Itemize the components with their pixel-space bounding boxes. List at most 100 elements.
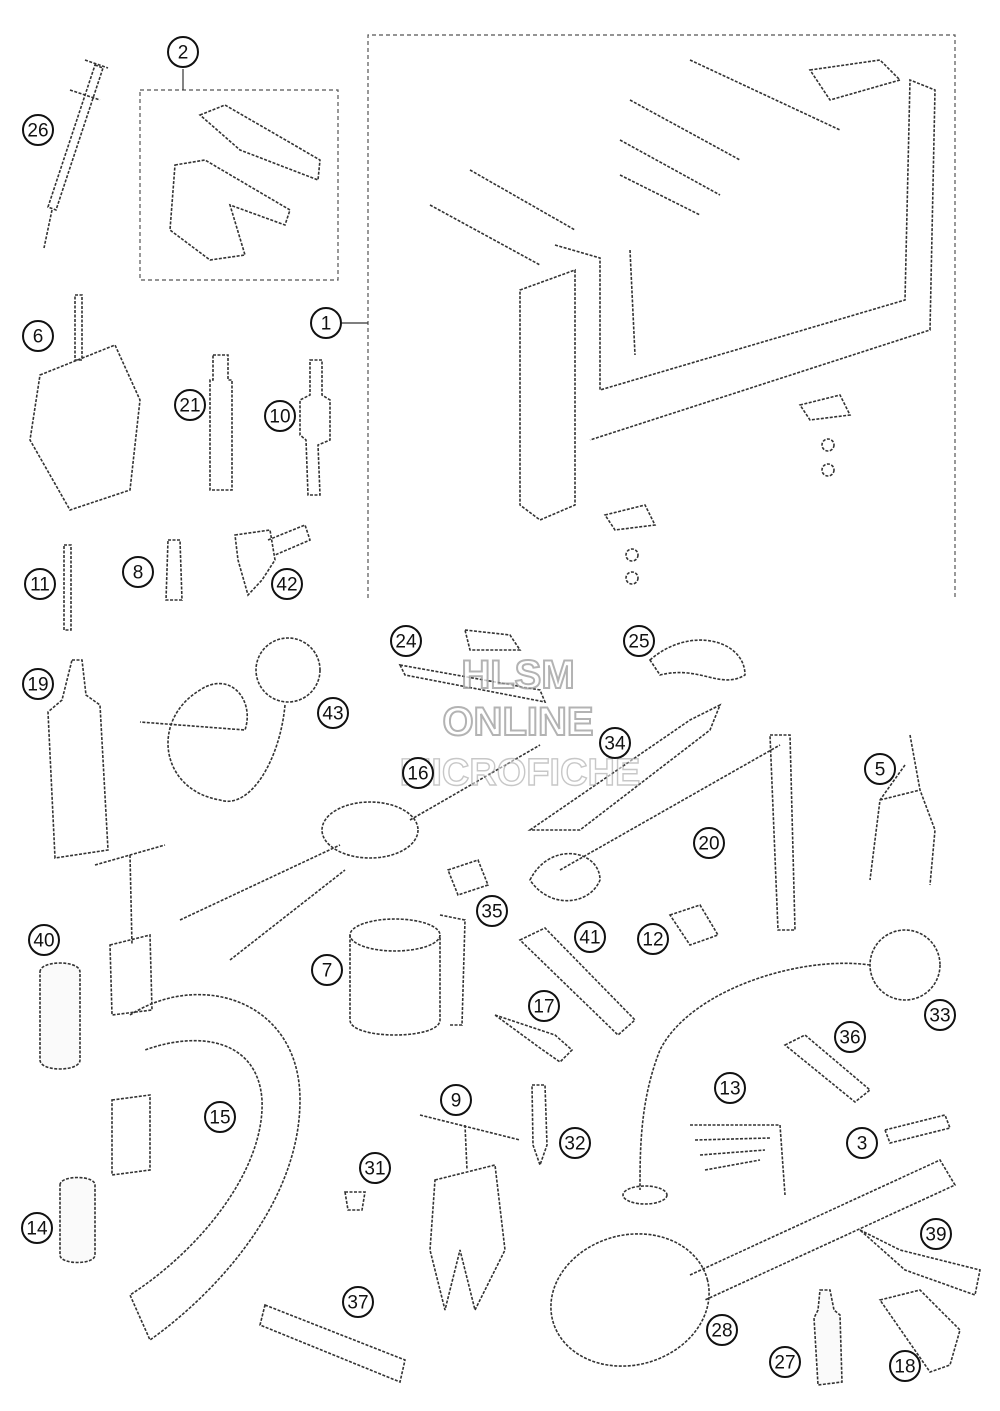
callout-circle (28, 924, 60, 956)
tool-14-part (59, 1176, 96, 1264)
callout-number: 25 (628, 632, 649, 653)
callout-number: 43 (322, 704, 343, 725)
tool-39-part (859, 1229, 981, 1297)
callout-circle (402, 757, 434, 789)
callout-35: 35 (476, 895, 508, 927)
tool-3-part (883, 1114, 952, 1144)
callout-31: 31 (359, 1152, 391, 1184)
callout-circle (310, 307, 342, 339)
engine-stand-part (429, 59, 936, 585)
callout-number: 27 (774, 1353, 795, 1374)
tool-8-part (165, 539, 183, 601)
callout-20: 20 (693, 827, 725, 859)
pliers-part (869, 734, 936, 886)
callout-number: 31 (364, 1159, 385, 1180)
callout-33: 33 (924, 999, 956, 1031)
callout-34: 34 (599, 727, 631, 759)
callout-43: 43 (317, 697, 349, 729)
callout-number: 34 (604, 734, 626, 755)
callout-40: 40 (28, 924, 60, 956)
callout-39: 39 (920, 1218, 952, 1250)
callout-21: 21 (174, 389, 206, 421)
ring-compressor-part (349, 914, 466, 1036)
callout-19: 19 (22, 668, 54, 700)
callout-number: 39 (925, 1225, 946, 1246)
callout-circle (317, 697, 349, 729)
callout-number: 37 (347, 1293, 368, 1314)
callout-28: 28 (706, 1314, 738, 1346)
tool-36-part (783, 1034, 872, 1104)
callout-6: 6 (22, 320, 54, 352)
callout-2: 2 (167, 36, 199, 68)
bottle-27-part (813, 1289, 843, 1386)
callout-17: 17 (528, 990, 560, 1022)
callout-14: 14 (21, 1212, 53, 1244)
tool-24-part (398, 629, 547, 704)
callout-circle (122, 556, 154, 588)
callout-circle (264, 400, 296, 432)
tool-12-part (668, 904, 720, 946)
callout-number: 40 (33, 931, 54, 952)
tool-31-part (344, 1191, 366, 1211)
callout-number: 14 (26, 1219, 48, 1240)
watermark-line3: MICROFICHE (400, 752, 641, 794)
tool-10-part (299, 359, 331, 496)
callout-number: 19 (27, 675, 48, 696)
callout-circle (390, 625, 422, 657)
callout-circle (706, 1314, 738, 1346)
callout-number: 3 (857, 1134, 868, 1155)
callout-circle (769, 1346, 801, 1378)
callout-number: 33 (929, 1006, 950, 1027)
watermark-line2: ONLINE (442, 700, 593, 744)
callout-circle (574, 921, 606, 953)
callout-number: 18 (894, 1357, 915, 1378)
callout-24: 24 (390, 625, 422, 657)
callout-1: 1 (310, 307, 342, 339)
tool-16-part (179, 744, 541, 961)
callout-42: 42 (271, 568, 303, 600)
callout-number: 28 (711, 1321, 732, 1342)
callout-circle (599, 727, 631, 759)
callout-3: 3 (846, 1127, 878, 1159)
callout-number: 20 (698, 834, 719, 855)
callout-11: 11 (24, 568, 56, 600)
oil-filter-wrench-part (550, 1158, 957, 1367)
callout-26: 26 (22, 114, 54, 146)
callout-number: 2 (178, 43, 189, 64)
callout-18: 18 (889, 1350, 921, 1382)
callout-7: 7 (311, 954, 343, 986)
tool-11-part (63, 544, 72, 631)
callout-13: 13 (714, 1072, 746, 1104)
kit-1-frame (367, 34, 956, 598)
callout-5: 5 (864, 753, 896, 785)
tool-40-part (39, 962, 81, 1070)
callout-circle (22, 320, 54, 352)
callout-27: 27 (769, 1346, 801, 1378)
tool-32-part (531, 1084, 548, 1168)
callout-circle (174, 389, 206, 421)
callout-circle (342, 1286, 374, 1318)
callout-number: 7 (322, 961, 333, 982)
callout-circle (311, 954, 343, 986)
puller-9-part (419, 1114, 521, 1313)
callout-number: 32 (564, 1134, 585, 1155)
callout-number: 21 (179, 396, 200, 417)
callout-number: 41 (579, 928, 600, 949)
callout-number: 26 (27, 121, 48, 142)
callout-8: 8 (122, 556, 154, 588)
callout-circle (924, 999, 956, 1031)
callout-number: 42 (276, 575, 297, 596)
callout-number: 8 (133, 563, 144, 584)
kit-2-frame (139, 89, 339, 281)
sealant-tube-part (47, 659, 109, 859)
callout-number: 36 (839, 1028, 860, 1049)
callout-circle (22, 114, 54, 146)
press-15-part (94, 844, 301, 1342)
compression-gauge-part (139, 637, 321, 803)
callout-41: 41 (574, 921, 606, 953)
callout-number: 35 (481, 902, 502, 923)
callout-number: 24 (395, 632, 417, 653)
tool-34-part (527, 703, 722, 831)
